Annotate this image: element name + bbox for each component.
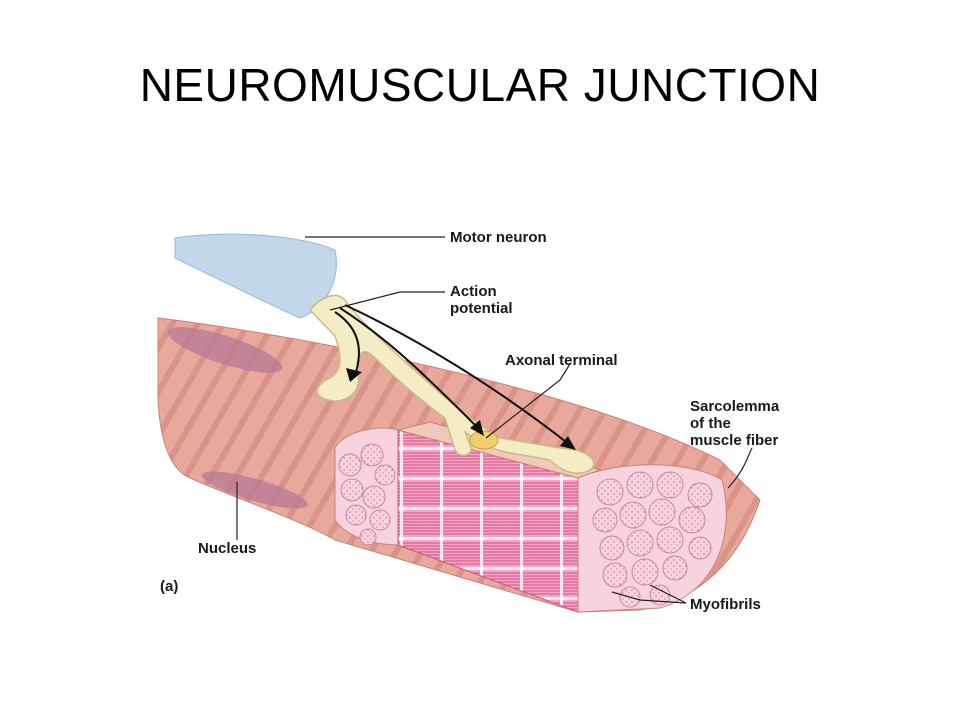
leader-lines bbox=[236, 236, 753, 604]
myofibril-circles-right bbox=[592, 471, 713, 608]
action-potential-arrows bbox=[334, 304, 571, 446]
axonal-terminal bbox=[469, 430, 499, 450]
panel-label: (a) bbox=[160, 578, 179, 595]
label-sarcolemma-line1: Sarcolemma bbox=[690, 398, 780, 415]
label-motor-neuron: Motor neuron bbox=[450, 229, 547, 246]
label-sarcolemma-line3: muscle fiber bbox=[690, 432, 779, 449]
label-action-potential-line2: potential bbox=[450, 300, 513, 317]
label-sarcolemma: Sarcolemma of the muscle fiber bbox=[690, 398, 840, 449]
arrowheads bbox=[346, 368, 576, 450]
nucleus-lower bbox=[202, 471, 308, 509]
myofibril-circles-left bbox=[338, 443, 396, 546]
label-action-potential: Action potential bbox=[450, 283, 600, 317]
slide-title: NEUROMUSCULAR JUNCTION bbox=[139, 59, 821, 111]
label-myofibrils: Myofibrils bbox=[690, 596, 761, 613]
label-axonal-terminal: Axonal terminal bbox=[505, 352, 618, 369]
motor-neuron-axon bbox=[308, 294, 595, 474]
label-sarcolemma-line2: of the bbox=[690, 415, 731, 432]
motor-neuron-sheath bbox=[174, 233, 337, 319]
label-action-potential-line1: Action bbox=[450, 283, 497, 300]
nucleus-upper bbox=[167, 327, 283, 373]
label-nucleus: Nucleus bbox=[198, 540, 257, 557]
